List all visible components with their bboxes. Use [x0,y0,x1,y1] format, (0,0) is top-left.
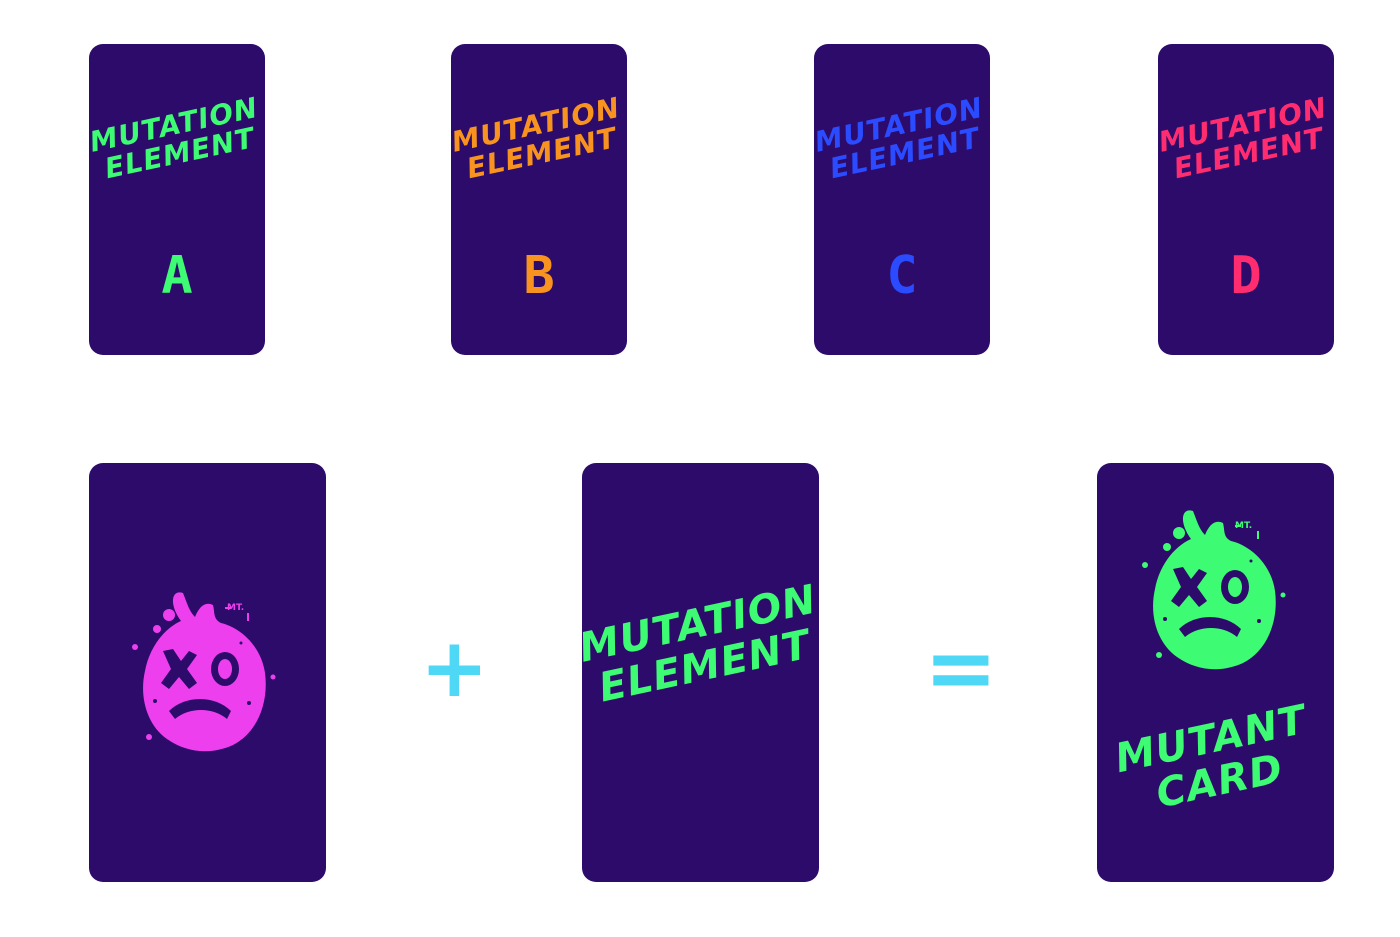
dead-face-splat-icon [1142,510,1286,670]
mutant-card[interactable]: MT. MUTANT CARD [1097,463,1334,882]
mutation-card-b[interactable]: MUTATION ELEMENT B [451,44,627,355]
mutation-card-d[interactable]: MUTATION ELEMENT D [1158,44,1334,355]
plus-sign: + [420,621,489,716]
card-letter: A [161,246,193,306]
card-title: MUTATION ELEMENT [1158,91,1334,186]
mutation-card-c[interactable]: MUTATION ELEMENT C [814,44,990,355]
card-title: MUTATION ELEMENT [89,91,265,186]
card-title: MUTANT CARD [1097,694,1334,828]
card-letter: D [1230,246,1262,306]
card-title: MUTATION ELEMENT [451,91,627,186]
card-letter: C [886,246,918,306]
card-title: MUTATION ELEMENT [582,576,819,713]
dead-face-splat-icon [132,592,276,752]
element-card[interactable]: MUTATION ELEMENT [582,463,819,882]
equals-sign: = [924,616,998,719]
mascot-card[interactable]: MT. [89,463,326,882]
card-title: MUTATION ELEMENT [814,91,990,186]
mutation-card-a[interactable]: MUTATION ELEMENT A [89,44,265,355]
mascot-signature: MT. [227,603,245,613]
mascot-signature: MT. [1235,521,1253,531]
card-letter: B [523,246,555,306]
